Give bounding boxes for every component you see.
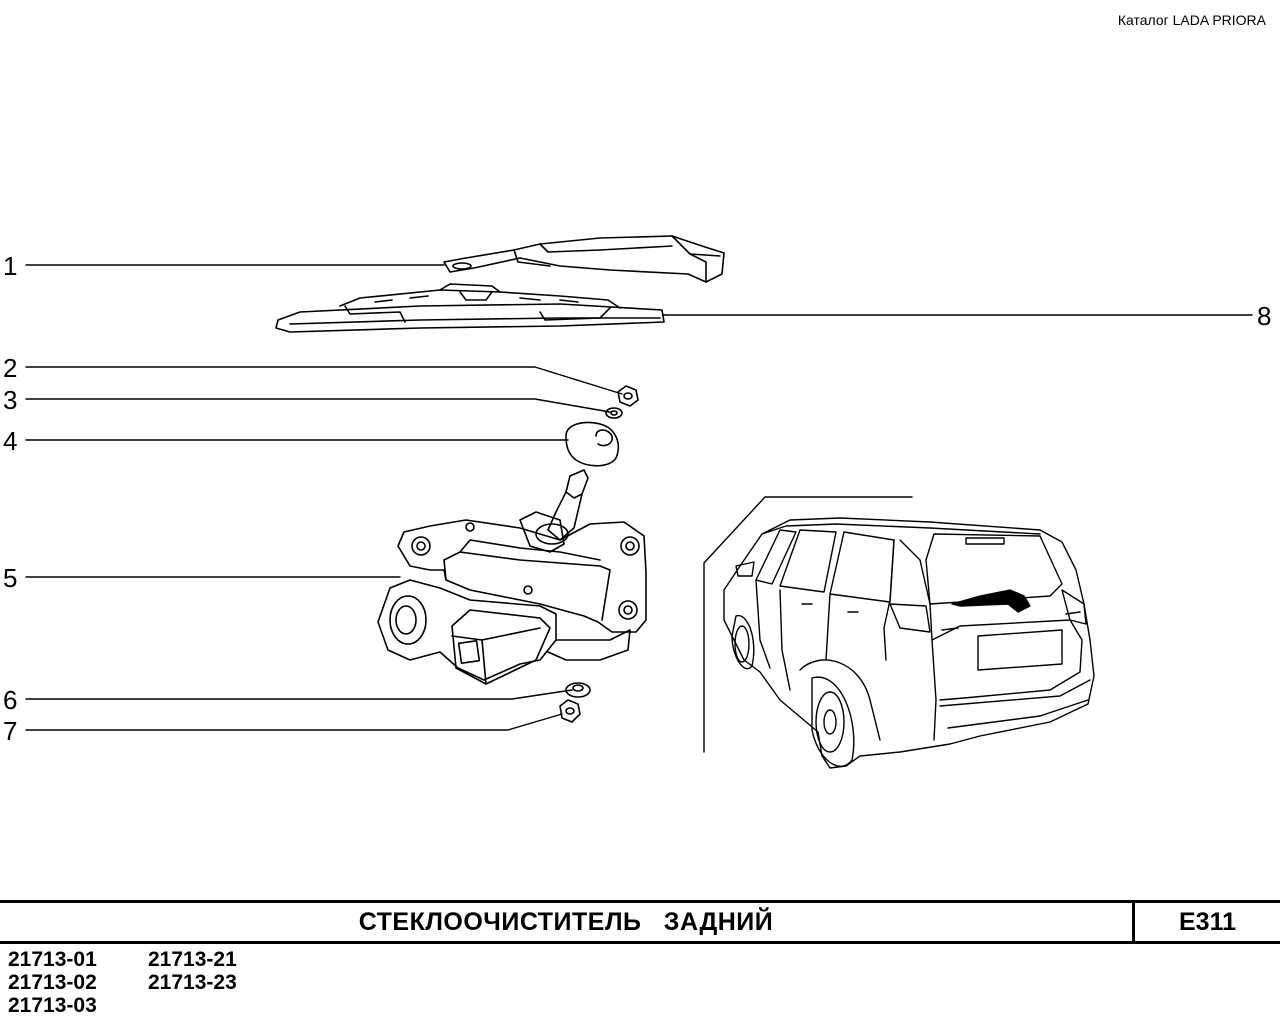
callout-8: 8 (1257, 301, 1272, 331)
leader-lines (25, 264, 1253, 753)
callout-5: 5 (3, 563, 18, 593)
title-divider (1132, 903, 1135, 941)
wiper-arm (443, 235, 725, 283)
model-row: 21713-02 21713-23 (8, 971, 288, 994)
nut-7 (559, 699, 581, 723)
washer-3 (605, 407, 623, 419)
title-block: СТЕКЛООЧИСТИТЕЛЬ ЗАДНИЙ E311 (0, 900, 1280, 944)
washer-6 (565, 682, 591, 698)
model-code: 21713-23 (148, 971, 237, 994)
model-row: 21713-03 (8, 994, 288, 1017)
model-code: 21713-01 (8, 948, 97, 971)
car-rear-view (723, 517, 1095, 769)
callout-3: 3 (3, 385, 18, 415)
model-code: 21713-03 (8, 994, 97, 1017)
callout-6: 6 (3, 685, 18, 715)
assembly-title: СТЕКЛООЧИСТИТЕЛЬ ЗАДНИЙ (358, 907, 774, 936)
callout-7: 7 (3, 716, 18, 746)
model-list: 21713-01 21713-21 21713-02 21713-23 2171… (8, 948, 288, 1017)
callout-4: 4 (3, 426, 18, 456)
cap-nut-2 (617, 385, 639, 407)
wiper-blade (275, 283, 665, 333)
rubber-seal-4 (565, 421, 620, 467)
model-code: 21713-21 (148, 948, 237, 971)
model-row: 21713-01 21713-21 (8, 948, 288, 971)
callout-1: 1 (3, 251, 18, 281)
callout-2: 2 (3, 353, 18, 383)
model-code: 21713-02 (8, 971, 97, 994)
wiper-motor-5 (377, 469, 647, 685)
catalog-title: Каталог LADA PRIORA (1117, 12, 1266, 28)
parts-diagram (25, 235, 1253, 769)
section-code: E311 (1178, 907, 1236, 936)
